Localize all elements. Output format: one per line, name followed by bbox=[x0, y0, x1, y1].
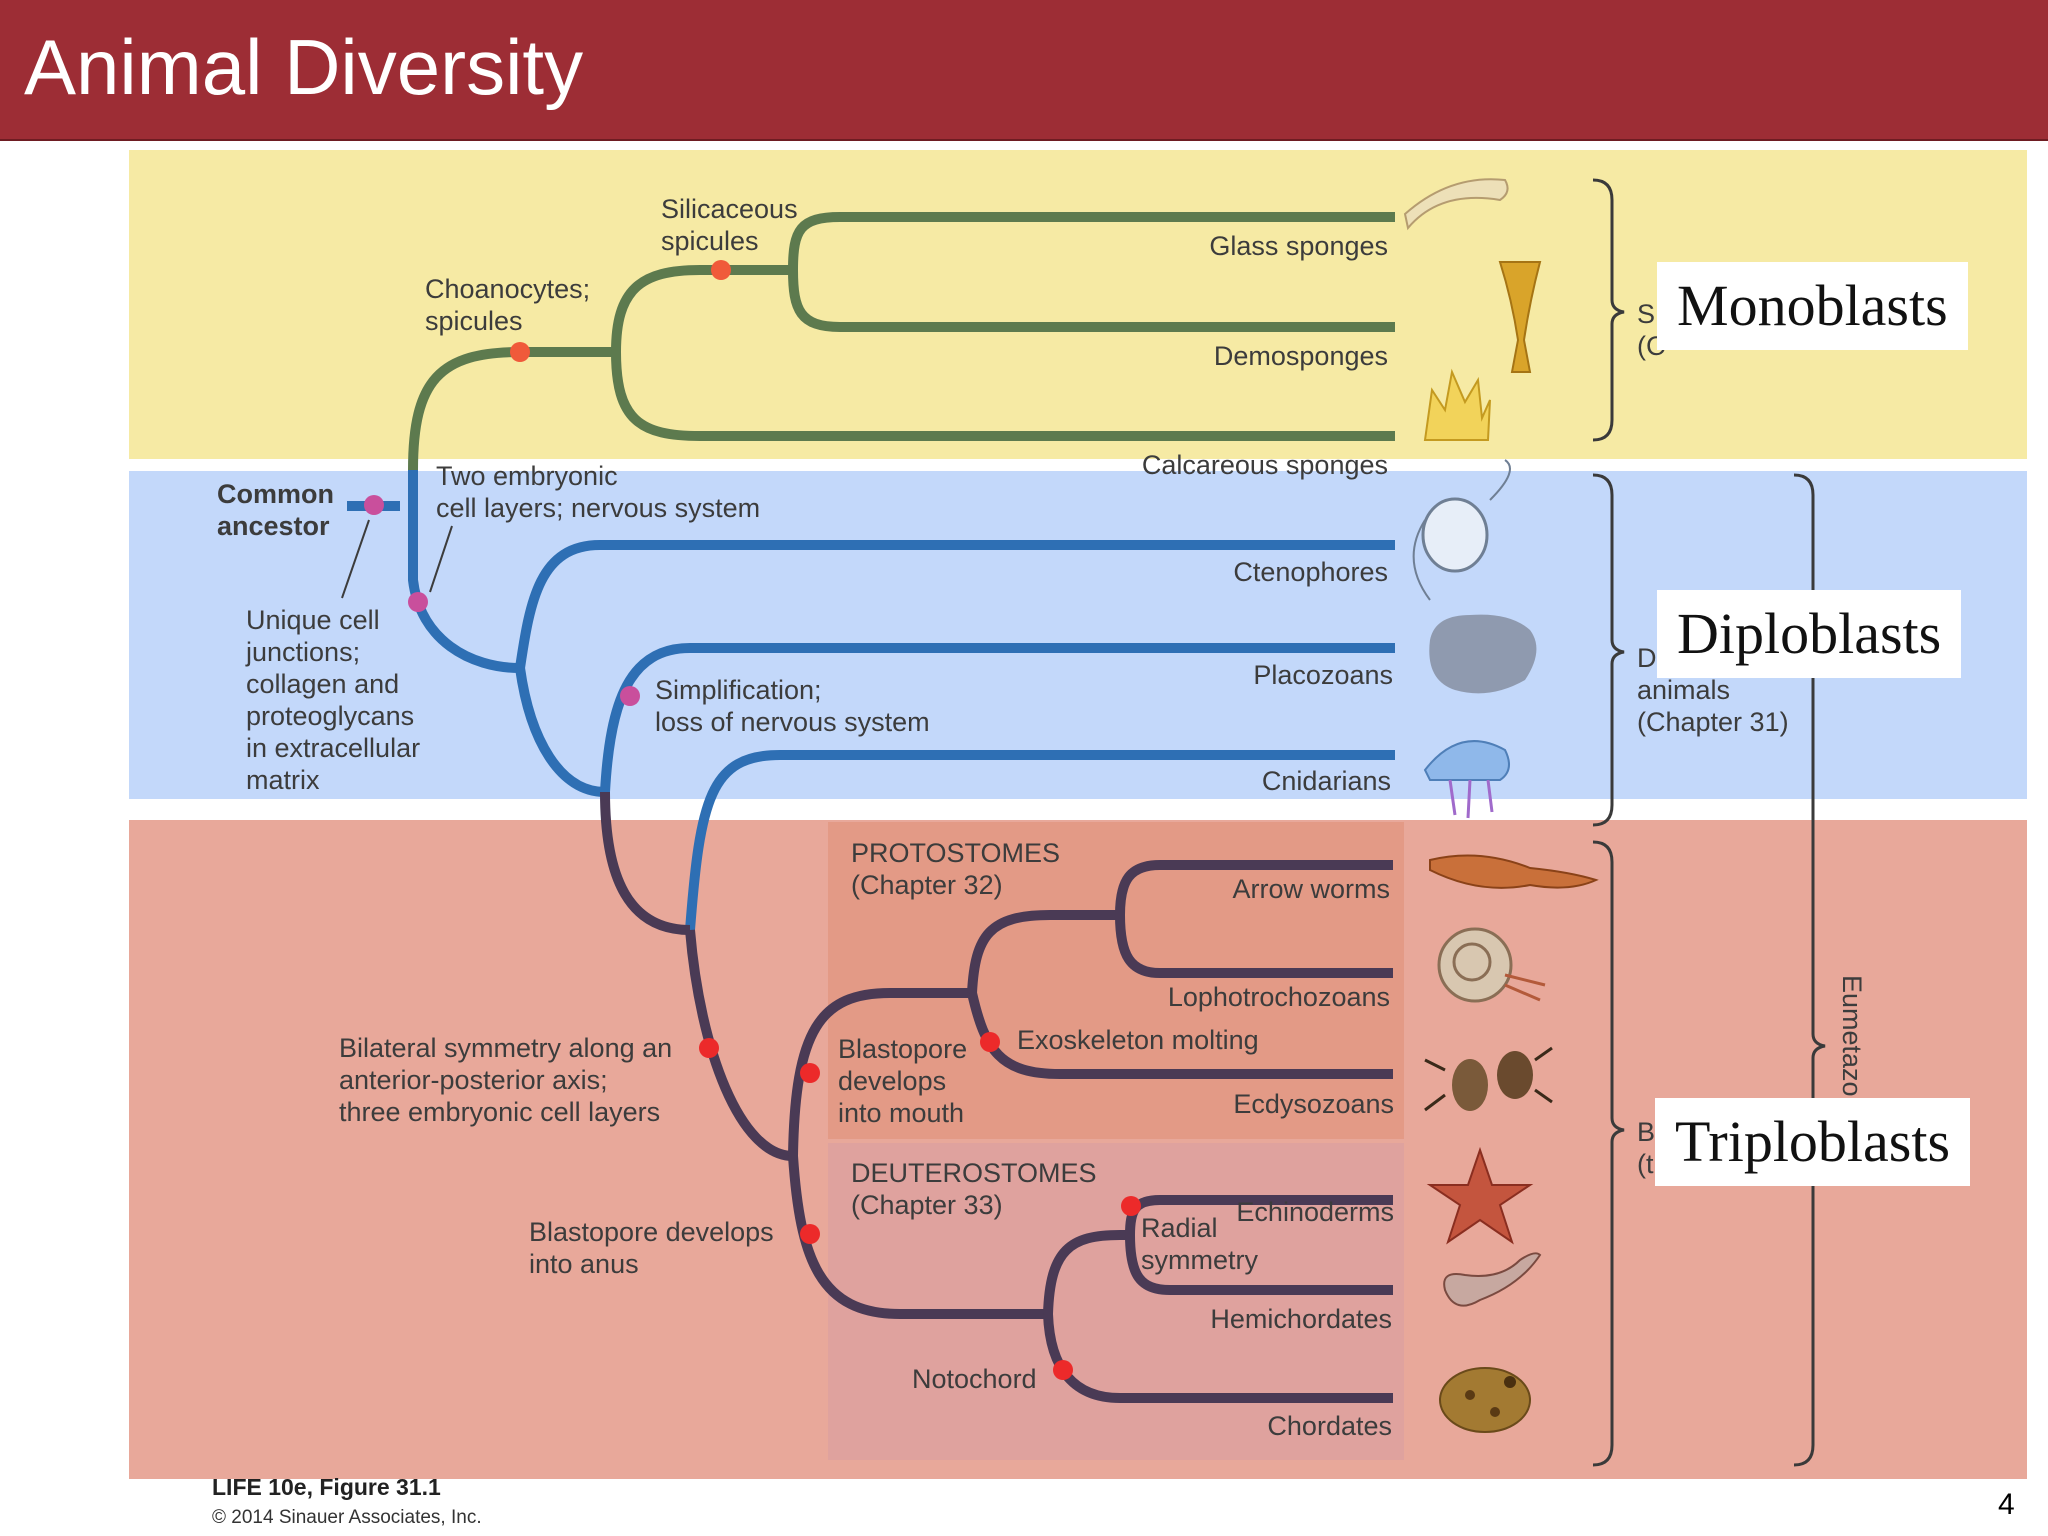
char-silicaceous: Silicaceous spicules bbox=[661, 194, 798, 256]
group-bilat-partial: B (t bbox=[1637, 1117, 1656, 1179]
char-bilateral: Bilateral symmetry along an anterior-pos… bbox=[339, 1033, 673, 1127]
starfish-icon bbox=[1426, 1146, 1534, 1245]
branch-deuterostomes bbox=[788, 1155, 1048, 1319]
char-unique-junctions: Unique cell junctions; collagen and prot… bbox=[246, 605, 421, 795]
figure-credit: LIFE 10e, Figure 31.1 bbox=[212, 1474, 441, 1500]
monoblasts-label: Monoblasts bbox=[1657, 262, 1968, 350]
acorn-worm-icon bbox=[1443, 1252, 1542, 1307]
bracket-bilat bbox=[1592, 840, 1625, 1467]
leader-unique bbox=[341, 519, 370, 599]
calcareous-sponge-icon bbox=[1423, 368, 1491, 441]
taxon-placozoans: Placozoans bbox=[1253, 660, 1393, 690]
char-blastopore-anus: Blastopore develops into anus bbox=[529, 1217, 774, 1279]
char-exoskeleton: Exoskeleton molting bbox=[1017, 1025, 1259, 1055]
dot-choanocytes bbox=[510, 342, 530, 362]
nautilus-icon bbox=[1437, 927, 1546, 1003]
arrow-worm-icon bbox=[1429, 854, 1599, 889]
leader-twolayers bbox=[429, 525, 453, 593]
branch-lopho-ecdy bbox=[967, 910, 1120, 994]
branch-chordates bbox=[1043, 1313, 1393, 1403]
beetle-icon bbox=[1424, 1046, 1553, 1112]
triploblasts-label: Triploblasts bbox=[1655, 1098, 1971, 1186]
group-deuterostomes: DEUTEROSTOMES (Chapter 33) bbox=[851, 1158, 1097, 1220]
slide-title: Animal Diversity bbox=[24, 23, 584, 111]
branch-siliceous bbox=[611, 265, 793, 353]
char-blastopore-mouth: Blastopore develops into mouth bbox=[838, 1034, 968, 1128]
protostome-box bbox=[828, 822, 1404, 1139]
taxon-lophotrochozoans: Lophotrochozoans bbox=[1167, 982, 1390, 1012]
taxon-hemichordates: Hemichordates bbox=[1210, 1304, 1392, 1334]
group-protostomes: PROTOSTOMES (Chapter 32) bbox=[851, 838, 1061, 900]
branch-placozoans bbox=[600, 643, 1395, 793]
ctenophore-icon bbox=[1412, 459, 1511, 601]
demosponge-icon bbox=[1498, 261, 1542, 373]
taxon-ecdysozoans: Ecdysozoans bbox=[1233, 1089, 1394, 1119]
dot-bilateral bbox=[699, 1038, 719, 1058]
branch-hemi bbox=[1125, 1234, 1393, 1295]
root-label: Common ancestor bbox=[217, 479, 334, 541]
char-simplification: Simplification; loss of nervous system bbox=[655, 675, 930, 737]
dot-blastopore-anus bbox=[800, 1224, 820, 1244]
char-choanocytes: Choanocytes; spicules bbox=[425, 274, 591, 336]
diploblasts-label: Diploblasts bbox=[1657, 590, 1962, 678]
dot-unique bbox=[408, 592, 428, 612]
placozoan-icon bbox=[1429, 614, 1537, 694]
taxon-cnidarians: Cnidarians bbox=[1261, 766, 1391, 796]
branch-bilateria bbox=[685, 929, 794, 1161]
dot-silicaceous bbox=[711, 260, 731, 280]
dot-notochord bbox=[1053, 1360, 1073, 1380]
taxon-calcareous-sponges: Calcareous sponges bbox=[1141, 450, 1388, 480]
branch-ctenophore-split bbox=[515, 667, 606, 797]
cnidarian-icon bbox=[1423, 740, 1510, 819]
branch-arrow bbox=[1115, 860, 1393, 916]
branch-cnidarians bbox=[685, 750, 1395, 931]
char-two-layers: Two embryonic cell layers; nervous syste… bbox=[436, 461, 761, 523]
branch-lopho bbox=[1115, 914, 1393, 978]
bracket-sponges bbox=[1592, 178, 1625, 442]
dot-exoskeleton bbox=[980, 1032, 1000, 1052]
branch-glass bbox=[788, 212, 1395, 271]
group-diplo-partial: D animals (Chapter 31) bbox=[1637, 643, 1789, 737]
char-radial: Radial symmetry bbox=[1141, 1213, 1258, 1275]
dot-radial bbox=[1121, 1196, 1141, 1216]
char-notochord: Notochord bbox=[912, 1364, 1037, 1394]
branch-placo-bilat bbox=[600, 791, 691, 935]
branch-sponges bbox=[408, 347, 616, 471]
dot-root bbox=[364, 495, 384, 515]
copyright: © 2014 Sinauer Associates, Inc. bbox=[212, 1507, 482, 1528]
taxon-ctenophores: Ctenophores bbox=[1233, 557, 1388, 587]
group-eumetazoa-partial: Eumetazo bbox=[1837, 975, 1867, 1097]
branch-ambulacraria bbox=[1043, 1230, 1130, 1315]
glass-sponge-icon bbox=[1403, 178, 1509, 231]
branch-demo bbox=[788, 269, 1395, 332]
branch-protostomes bbox=[788, 988, 972, 1157]
taxon-echinoderms: Echinoderms bbox=[1236, 1197, 1394, 1227]
frog-icon bbox=[1439, 1367, 1531, 1433]
taxon-chordates: Chordates bbox=[1267, 1411, 1392, 1441]
bracket-diplo bbox=[1592, 473, 1625, 827]
branch-eumetazoa-stem bbox=[408, 470, 521, 673]
branch-ecdy bbox=[967, 991, 1393, 1079]
title-bar: Animal Diversity bbox=[0, 0, 2048, 141]
branch-calcareous bbox=[611, 351, 1395, 441]
taxon-arrow-worms: Arrow worms bbox=[1232, 874, 1390, 904]
branch-eumetazoa bbox=[515, 540, 1395, 669]
page-number: 4 bbox=[1998, 1488, 2015, 1521]
dot-blastopore-mouth bbox=[800, 1063, 820, 1083]
taxon-glass-sponges: Glass sponges bbox=[1209, 231, 1388, 261]
dot-simplification bbox=[620, 686, 640, 706]
bracket-eumetazoa bbox=[1793, 473, 1826, 1467]
taxon-demosponges: Demosponges bbox=[1213, 341, 1388, 371]
